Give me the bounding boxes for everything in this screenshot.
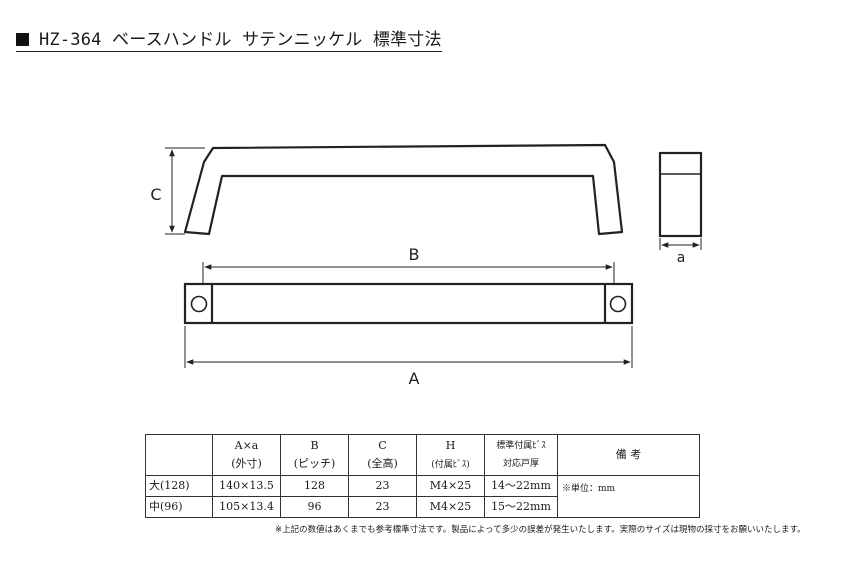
dimension-c-label: C: [150, 185, 161, 204]
footnote: ※上記の数値はあくまでも参考標準寸法です。製品によって多少の誤差が発生いたします…: [275, 525, 806, 535]
page-title: HZ-364 ベースハンドル サテンニッケル 標準寸法: [16, 30, 442, 52]
row-label: 大(128): [145, 475, 213, 497]
table-cell: 14～22mm: [484, 475, 558, 497]
table-cell: 105×13.4: [212, 496, 281, 518]
table-cell: 23: [348, 496, 417, 518]
dimension-a-upper-label: A: [409, 369, 420, 388]
table-cell: M4×25: [416, 496, 485, 518]
table-header-cell: A×a(外寸): [212, 434, 281, 476]
remark-cell: ※単位：mm: [557, 475, 700, 518]
table-header-cell: B(ピッチ): [280, 434, 349, 476]
screw-hole-left-icon: [190, 295, 208, 313]
dimension-b-label: B: [409, 245, 420, 264]
dimension-a-lower-label: a: [677, 250, 686, 266]
table-cell: 96: [280, 496, 349, 518]
spec-table: A×a(外寸) B(ピッチ) C(全高) H(付属ﾋﾞｽ) 標準付属ﾋﾞｽ対応戸…: [145, 434, 700, 518]
dimension-c: [165, 147, 205, 235]
table-row: 大(128) 140×13.5 128 23 M4×25 14～22mm ※単位…: [145, 475, 700, 518]
table-row: 中(96) 105×13.4 96 23 M4×25 15～22mm: [145, 496, 700, 518]
table-cell: 140×13.5: [212, 475, 281, 497]
table-cell: 15～22mm: [484, 496, 558, 518]
table-header-cell: 標準付属ﾋﾞｽ対応戸厚: [484, 434, 558, 476]
table-header-row: A×a(外寸) B(ピッチ) C(全高) H(付属ﾋﾞｽ) 標準付属ﾋﾞｽ対応戸…: [145, 434, 700, 476]
dimension-a-lower: [659, 238, 702, 250]
square-bullet-icon: [16, 33, 29, 46]
screw-hole-right-icon: [609, 295, 627, 313]
table-cell: 128: [280, 475, 349, 497]
row-label: 中(96): [145, 496, 213, 518]
dimension-a-upper: [184, 326, 633, 368]
page-title-text: HZ-364 ベースハンドル サテンニッケル 標準寸法: [39, 30, 442, 50]
table-header-cell: C(全高): [348, 434, 417, 476]
handle-end-view: [658, 151, 703, 238]
table-cell: M4×25: [416, 475, 485, 497]
table-header-cell: H(付属ﾋﾞｽ): [416, 434, 485, 476]
handle-plan-view: [183, 282, 634, 325]
table-cell: 23: [348, 475, 417, 497]
table-corner-cell: [145, 434, 213, 476]
handle-side-view: [183, 143, 624, 236]
remark-header-cell: 備 考: [557, 434, 700, 476]
